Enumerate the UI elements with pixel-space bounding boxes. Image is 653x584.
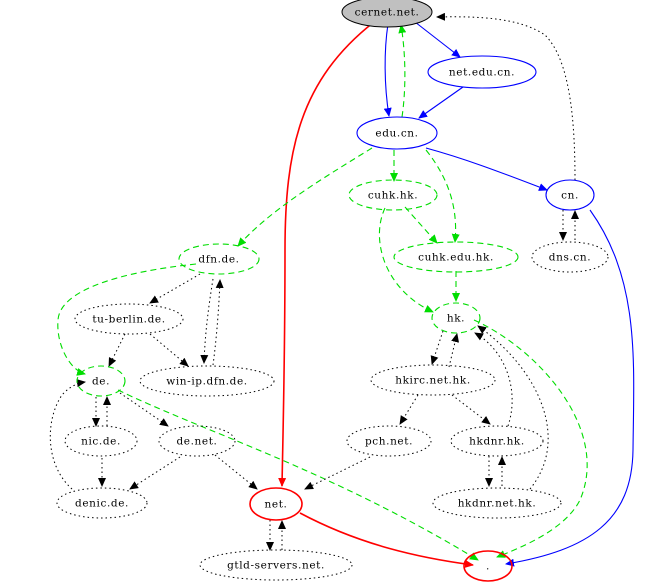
node-cuhk-edu-hk: cuhk.edu.hk. — [393, 241, 519, 273]
node-hk-label: hk. — [447, 313, 465, 325]
node-pch: pch.net. — [346, 425, 432, 457]
edge-netedu-educn — [418, 86, 464, 119]
edge-educn-cernet — [398, 24, 407, 118]
node-edu-cn-label: edu.cn. — [375, 128, 418, 140]
edge-hkdnrnet-hk — [477, 325, 549, 490]
node-cuhk-hk-label: cuhk.hk. — [368, 190, 418, 202]
edge-cuhkhk-cuhkeduhk — [404, 206, 438, 244]
node-denic-label: denic.de. — [75, 498, 129, 510]
node-net-edu-cn: net.edu.cn. — [427, 55, 537, 89]
edge-educn-cn — [425, 147, 548, 191]
edge-tuberlin-winip — [149, 333, 189, 367]
edge-hkirc-hkdnr — [451, 394, 491, 425]
edge-hkirc-hk — [448, 333, 460, 368]
node-tu-berlin-label: tu-berlin.de. — [92, 314, 165, 326]
node-dns-cn: dns.cn. — [531, 241, 609, 273]
node-edu-cn: edu.cn. — [356, 116, 438, 150]
node-hkdnr: hkdnr.hk. — [450, 425, 544, 457]
node-de: de. — [76, 365, 126, 397]
node-nic-de: nic.de. — [64, 425, 138, 457]
node-win-ip: win-ip.dfn.de. — [139, 365, 275, 397]
node-hkdnr-net: hkdnr.net.hk. — [432, 487, 562, 519]
node-cn-label: cn. — [561, 190, 579, 202]
node-hkirc-label: hkirc.net.hk. — [395, 375, 471, 387]
edge-dfn-winip — [200, 278, 214, 364]
edge-cernet-educn — [383, 23, 392, 117]
edge-dfn-de — [57, 263, 197, 376]
edge-net-root — [299, 512, 474, 568]
node-root: . — [463, 550, 513, 582]
edge-de-denet — [119, 392, 169, 427]
node-hkdnr-label: hkdnr.hk. — [469, 436, 525, 448]
node-gtld: gtld-servers.net. — [199, 549, 353, 581]
node-cernet-label: cernet.net. — [355, 7, 420, 19]
node-dns-cn-label: dns.cn. — [549, 252, 591, 264]
edge-cn-cernet — [436, 12, 576, 181]
node-denic: denic.de. — [56, 487, 148, 519]
node-de-net-label: de.net. — [176, 436, 217, 448]
edge-tuberlin-de — [108, 333, 126, 367]
edge-educn-dfn — [237, 147, 373, 247]
edge-hk-hkirc — [430, 330, 444, 365]
edge-cuhkhk-hk — [378, 207, 434, 313]
node-cuhk-edu-hk-label: cuhk.edu.hk. — [418, 252, 494, 264]
edge-denet-denic — [129, 456, 181, 490]
edge-pch-net — [304, 456, 371, 490]
edge-hk-root — [473, 319, 588, 558]
edge-cernet-netedu — [414, 21, 461, 58]
edge-de-root — [117, 389, 479, 561]
edge-denet-net — [214, 454, 258, 490]
node-net-edu-cn-label: net.edu.cn. — [449, 67, 515, 79]
node-cuhk-hk: cuhk.hk. — [348, 179, 438, 211]
node-win-ip-label: win-ip.dfn.de. — [166, 376, 247, 388]
node-cn: cn. — [545, 179, 595, 211]
edge-hkdnr-hk — [474, 332, 513, 427]
edge-denic-de — [49, 379, 86, 490]
node-dfn: dfn.de. — [178, 243, 260, 275]
edge-cernet-net — [278, 21, 375, 487]
node-nic-de-label: nic.de. — [81, 436, 121, 448]
edge-cn-root — [505, 209, 635, 567]
node-hkirc: hkirc.net.hk. — [370, 364, 496, 396]
node-pch-label: pch.net. — [365, 436, 413, 448]
node-hk: hk. — [431, 302, 481, 334]
edge-hkirc-pch — [399, 394, 419, 425]
node-cernet: cernet.net. — [341, 0, 433, 28]
node-net-label: net. — [265, 499, 288, 511]
node-dfn-label: dfn.de. — [198, 254, 239, 266]
node-net: net. — [249, 487, 303, 521]
edge-educn-cuhkeduhk — [425, 149, 460, 243]
node-root-label: . — [486, 561, 490, 573]
node-hkdnr-net-label: hkdnr.net.hk. — [458, 498, 537, 510]
node-gtld-label: gtld-servers.net. — [227, 560, 325, 572]
node-tu-berlin: tu-berlin.de. — [74, 303, 184, 335]
node-de-label: de. — [92, 376, 110, 388]
node-de-net: de.net. — [158, 425, 236, 457]
edge-winip-dfn — [212, 279, 224, 366]
edge-dfn-tuberlin — [149, 273, 201, 304]
